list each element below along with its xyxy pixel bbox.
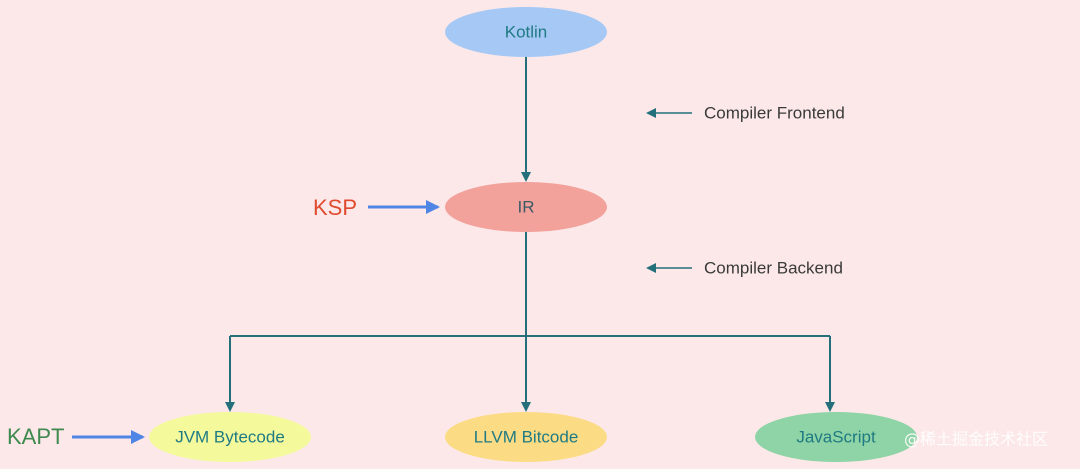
compiler-backend-label: Compiler Backend: [704, 258, 843, 277]
jvm-bytecode-node: [149, 412, 311, 462]
compiler-frontend-label: Compiler Frontend: [704, 103, 845, 122]
ir-node: [445, 182, 607, 232]
kapt-label: KAPT: [7, 424, 64, 449]
javascript-label: JavaScript: [796, 427, 876, 446]
jvm-bytecode-label: JVM Bytecode: [175, 427, 285, 446]
kotlin-node: [445, 7, 607, 57]
ksp-label: KSP: [313, 195, 357, 220]
llvm-bitcode-label: LLVM Bitcode: [474, 427, 579, 446]
llvm-bitcode-node: [445, 412, 607, 462]
watermark-text: @稀土掘金技术社区: [904, 430, 1048, 449]
ir-label: IR: [518, 197, 535, 216]
kotlin-label: Kotlin: [505, 22, 548, 41]
javascript-node: [755, 412, 917, 462]
